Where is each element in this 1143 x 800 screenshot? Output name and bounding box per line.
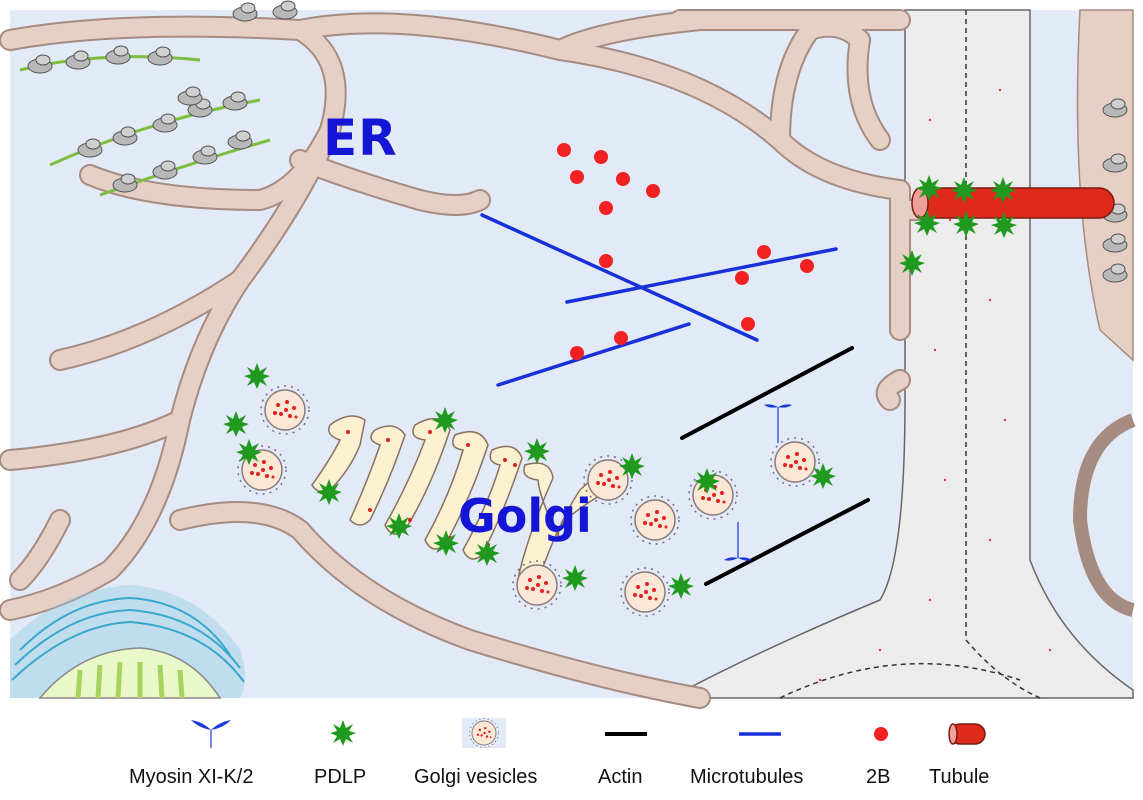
legend-label-pdlp: PDLP: [314, 766, 366, 788]
er-label: ER: [323, 109, 398, 167]
legend: Myosin XI-K/2 PDLP Golgi vesicles Actin …: [129, 718, 989, 788]
legend-item-pdlp: PDLP: [314, 720, 366, 788]
microtubules: [480, 213, 838, 387]
red-dot-icon: [874, 727, 888, 741]
legend-item-microtubule: Microtubules: [690, 732, 803, 788]
legend-label-tubule: Tubule: [929, 766, 989, 788]
golgi-label: Golgi: [458, 489, 592, 543]
legend-label-myosin: Myosin XI-K/2: [129, 766, 253, 788]
legend-item-tubule: Tubule: [929, 723, 989, 788]
legend-item-myosin: Myosin XI-K/2: [129, 720, 253, 788]
actin-filaments: [680, 346, 870, 586]
tubule: [911, 187, 1115, 219]
rough-er: [19, 0, 1128, 283]
red-cylinder-icon: [948, 723, 986, 745]
chloroplast: [10, 585, 245, 699]
legend-label-vesicle: Golgi vesicles: [414, 766, 537, 788]
myosin-icon: [191, 720, 231, 748]
cell-wall: [669, 9, 1134, 699]
legend-item-2b: 2B: [866, 727, 890, 788]
star-icon: [330, 720, 356, 746]
golgi-vesicle-icon: [462, 718, 506, 748]
protein-2b-dots: [557, 143, 814, 360]
legend-item-vesicle: Golgi vesicles: [414, 718, 537, 788]
er-network: [0, 9, 936, 709]
legend-label-microtubule: Microtubules: [690, 766, 803, 788]
legend-label-actin: Actin: [598, 766, 642, 788]
legend-item-actin: Actin: [598, 732, 647, 788]
legend-label-2b: 2B: [866, 766, 890, 788]
